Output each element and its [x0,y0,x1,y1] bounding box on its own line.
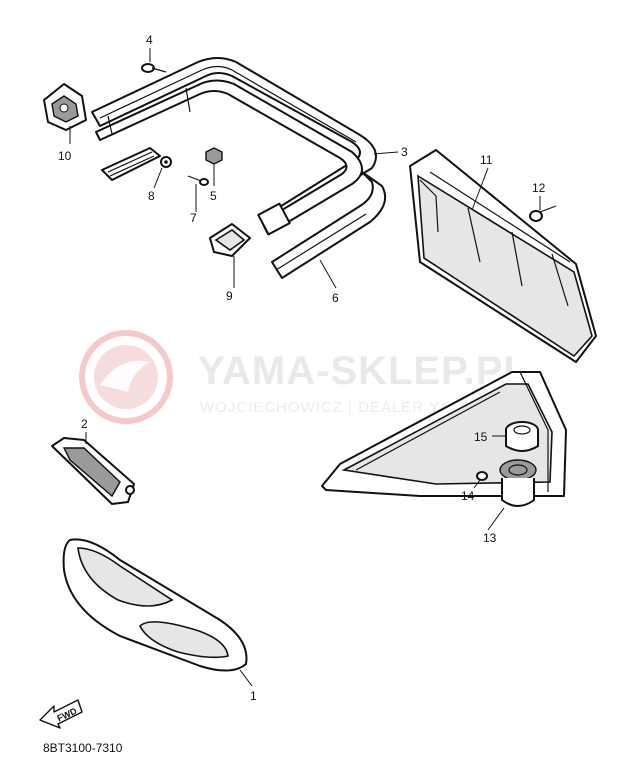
callout-14: 14 [461,489,475,503]
part-13-grommet [499,459,537,507]
part-grip-pad [101,147,161,181]
watermark-title: YAMA-SKLEP.PL [198,349,529,393]
callout-7: 7 [190,211,197,225]
part-10-clip [43,83,87,131]
callout-10: 10 [58,149,72,163]
part-8-washer [160,156,172,168]
callout-2: 2 [81,417,88,431]
watermark-logo [79,330,173,424]
callout-11: 11 [480,153,493,167]
part-11-cover-panel [409,149,597,363]
part-14-screw [476,471,488,481]
part-15-bumper [505,421,539,452]
part-4-bolt [141,63,167,73]
callout-15: 15 [474,430,488,444]
part-7-screw [187,175,209,186]
watermark: YAMA-SKLEP.PL WOJCIECHOWICZ | DEALER YAM… [79,330,529,424]
callout-4: 4 [146,33,153,47]
callout-5: 5 [210,189,217,203]
leader-lines [69,48,541,687]
part-3-handle-frame [91,57,377,236]
callout-3: 3 [401,145,408,159]
watermark-subtitle: WOJCIECHOWICZ | DEALER YAMAHA [200,399,497,416]
part-5-nut [205,147,223,165]
diagram-code: 8BT3100-7310 [43,741,123,755]
fwd-arrow-icon: FWD [39,699,83,729]
callout-1: 1 [250,689,257,703]
callouts: 1 2 3 4 5 6 7 8 9 10 11 12 13 14 15 [58,33,546,703]
part-12-bolt [529,205,557,222]
callout-9: 9 [226,289,233,303]
callout-6: 6 [332,291,339,305]
part-6-strip [271,171,386,279]
callout-13: 13 [483,531,497,545]
callout-8: 8 [148,189,155,203]
part-1-cover [62,538,248,672]
callout-12: 12 [532,181,546,195]
part-2-bracket [51,437,135,505]
part-9-cap [209,223,251,257]
